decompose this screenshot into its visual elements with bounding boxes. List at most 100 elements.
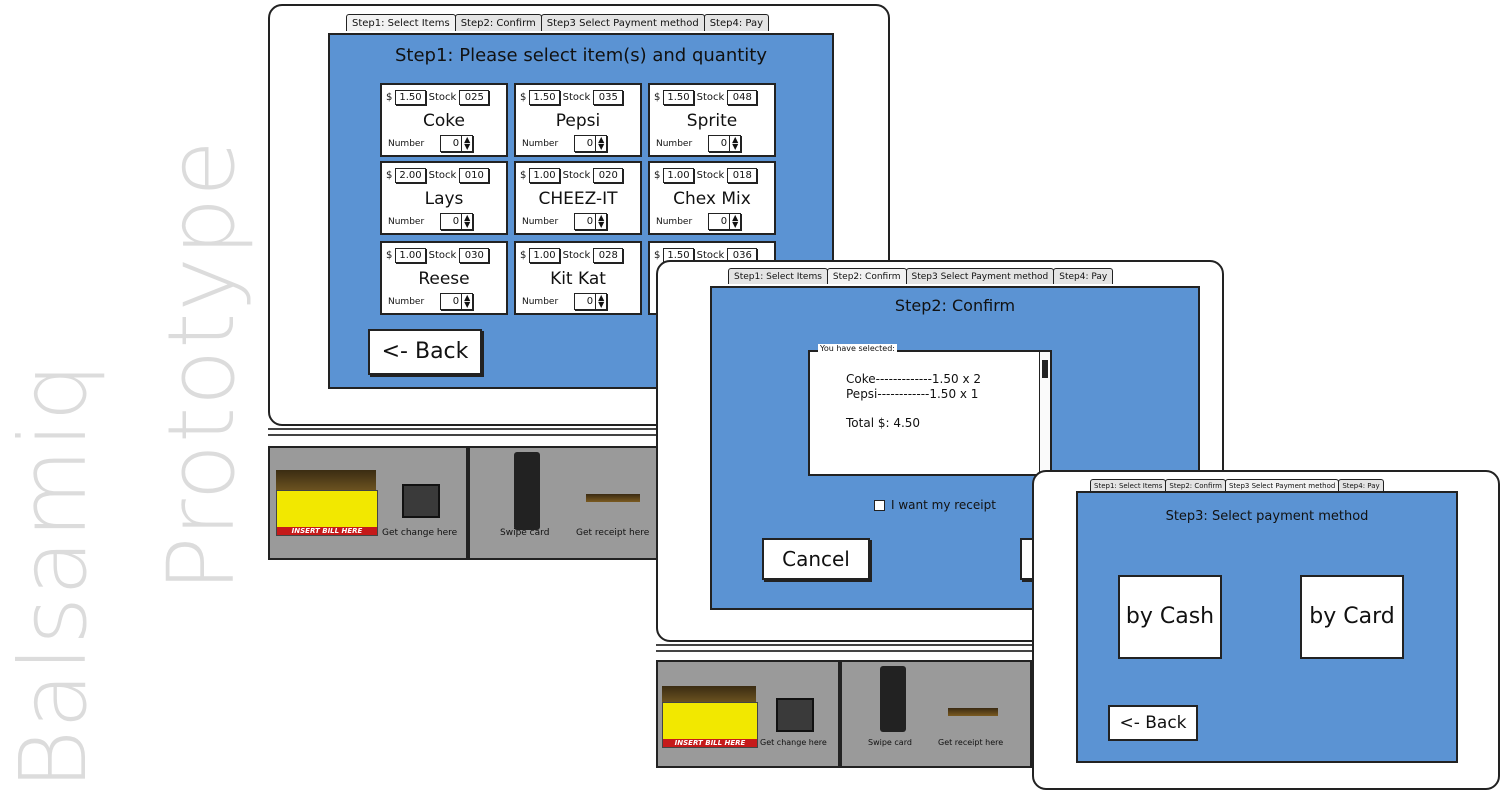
quantity-stepper[interactable]: 0▲▼ (440, 213, 474, 230)
tab-payment-method[interactable]: Step3 Select Payment method (905, 268, 1055, 284)
tab-confirm[interactable]: Step2: Confirm (454, 14, 542, 31)
bill-sticker[interactable]: INSERT BILL HERE (662, 702, 758, 748)
stepper-arrows-icon[interactable]: ▲▼ (729, 136, 740, 151)
tab-payment-method[interactable]: Step3 Select Payment method (540, 14, 705, 31)
product-name: CHEEZ-IT (538, 189, 618, 209)
scroll-thumb[interactable] (1042, 360, 1048, 378)
quantity-stepper[interactable]: 0▲▼ (708, 213, 742, 230)
tab-select-items[interactable]: Step1: Select Items (346, 14, 456, 31)
list-scrollbar[interactable] (1039, 352, 1050, 474)
receipt-label: Get receipt here (938, 738, 1004, 747)
stepper-arrows-icon[interactable]: ▲▼ (595, 294, 606, 309)
quantity-row: Number 0▲▼ (388, 293, 474, 310)
receipt-checkbox-label: I want my receipt (891, 498, 996, 512)
stock-label: Stock (696, 92, 725, 103)
quantity-stepper[interactable]: 0▲▼ (574, 213, 608, 230)
tab-select-items[interactable]: Step1: Select Items (728, 268, 828, 284)
receipt-slot[interactable] (586, 494, 640, 502)
number-label: Number (388, 138, 425, 149)
change-tray[interactable] (776, 698, 814, 732)
receipt-slot[interactable] (948, 708, 998, 716)
change-label: Get change here (382, 528, 458, 538)
quantity-value: 0 (720, 138, 728, 149)
stock-field: 018 (727, 168, 758, 183)
pay-card-button[interactable]: by Card (1300, 575, 1404, 659)
price-field: 1.00 (663, 168, 694, 183)
quantity-stepper[interactable]: 0▲▼ (708, 135, 742, 152)
pay-cash-button[interactable]: by Cash (1118, 575, 1222, 659)
stock-label: Stock (696, 250, 725, 261)
stock-field: 048 (727, 90, 758, 105)
currency-label: $ (654, 250, 661, 261)
back-button[interactable]: <- Back (368, 329, 482, 375)
stepper-arrows-icon[interactable]: ▲▼ (595, 214, 606, 229)
stock-field: 010 (459, 168, 490, 183)
change-tray[interactable] (402, 484, 440, 518)
screen2-tabs: Step1: Select Items Step2: Confirm Step3… (728, 268, 1114, 284)
page-title: Step2: Confirm (894, 296, 1016, 315)
currency-label: $ (520, 92, 527, 103)
quantity-stepper[interactable]: 0▲▼ (574, 135, 608, 152)
screen1-panel: Step1: Please select item(s) and quantit… (328, 33, 834, 389)
stock-label: Stock (562, 92, 591, 103)
tab-pay[interactable]: Step4: Pay (1338, 479, 1384, 492)
price-field: 1.50 (663, 90, 694, 105)
quantity-stepper[interactable]: 0▲▼ (574, 293, 608, 310)
watermark-balsamiq: Balsamiq (0, 361, 107, 790)
tab-pay[interactable]: Step4: Pay (1053, 268, 1114, 284)
receipt-checkbox[interactable] (874, 499, 885, 511)
price-field: 1.00 (529, 168, 560, 183)
stepper-arrows-icon[interactable]: ▲▼ (461, 214, 472, 229)
product-name: Chex Mix (673, 189, 751, 209)
list-legend: You have selected: (818, 344, 897, 353)
quantity-row: Number 0▲▼ (656, 135, 742, 152)
number-label: Number (656, 138, 693, 149)
price-field: 1.00 (529, 248, 560, 263)
currency-label: $ (654, 92, 661, 103)
hardware-right: Swipe card Get receipt here (468, 446, 662, 560)
cancel-button[interactable]: Cancel (762, 538, 870, 580)
hardware-left: INSERT BILL HERE Get change here (268, 446, 468, 560)
currency-label: $ (520, 170, 527, 181)
selection-list[interactable]: You have selected: Coke-------------1.50… (808, 344, 1052, 476)
price-field: 1.50 (395, 90, 426, 105)
quantity-stepper[interactable]: 0▲▼ (440, 293, 474, 310)
screen1-tabs: Step1: Select Items Step2: Confirm Step3… (346, 14, 770, 31)
price-field: 2.00 (395, 168, 426, 183)
card-reader[interactable] (514, 452, 540, 530)
back-button[interactable]: <- Back (1108, 705, 1198, 741)
receipt-option[interactable]: I want my receipt (874, 498, 996, 512)
number-label: Number (388, 216, 425, 227)
stepper-arrows-icon[interactable]: ▲▼ (461, 294, 472, 309)
number-label: Number (522, 296, 559, 307)
card-reader[interactable] (880, 666, 906, 732)
stock-label: Stock (428, 92, 457, 103)
stepper-arrows-icon[interactable]: ▲▼ (729, 214, 740, 229)
stock-field: 028 (593, 248, 624, 263)
stepper-arrows-icon[interactable]: ▲▼ (461, 136, 472, 151)
tab-pay[interactable]: Step4: Pay (703, 14, 770, 31)
list-item: Coke-------------1.50 x 2 (846, 372, 981, 386)
tab-confirm[interactable]: Step2: Confirm (826, 268, 907, 284)
quantity-stepper[interactable]: 0▲▼ (440, 135, 474, 152)
quantity-value: 0 (586, 138, 594, 149)
page-title: Step1: Please select item(s) and quantit… (395, 45, 767, 66)
number-label: Number (388, 296, 425, 307)
quantity-value: 0 (586, 296, 594, 307)
bill-sticker[interactable]: INSERT BILL HERE (276, 490, 378, 536)
stepper-arrows-icon[interactable]: ▲▼ (595, 136, 606, 151)
quantity-row: Number 0▲▼ (388, 213, 474, 230)
